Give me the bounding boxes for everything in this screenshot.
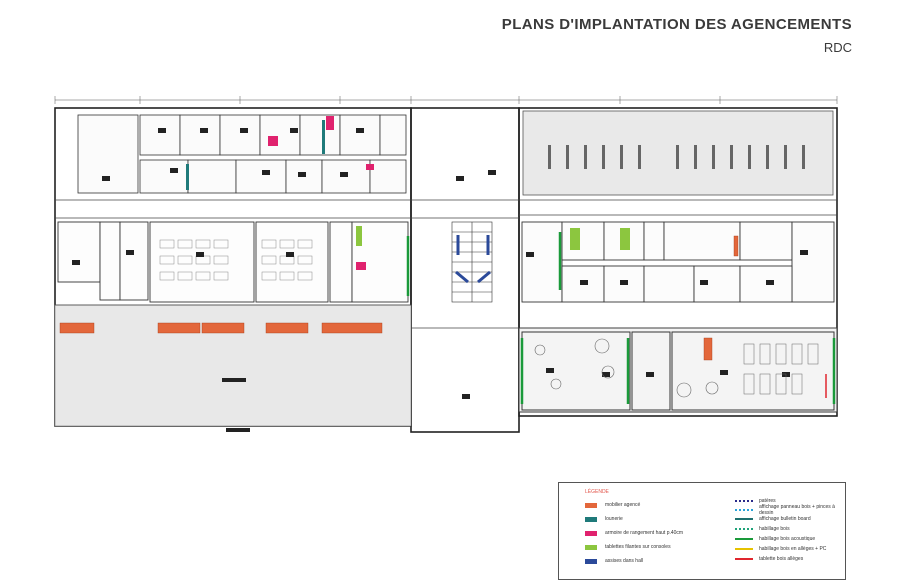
- legend-item-blue: assises dans hall: [585, 557, 643, 565]
- legend-line-pateres: patères: [735, 497, 776, 505]
- room-tags: [72, 128, 808, 432]
- legend-label: affichage bulletin board: [759, 516, 811, 522]
- round-tables: [534, 338, 719, 398]
- table-rows: [743, 343, 819, 395]
- legend-line-alleges-pc: habillage bois en allèges + PC: [735, 545, 826, 553]
- corridors: [55, 199, 837, 329]
- legend-item-magenta: armoire de rangement haut p.40cm: [585, 529, 683, 537]
- teal-furniture: [186, 120, 325, 190]
- legend-label: habillage bois en allèges + PC: [759, 546, 827, 552]
- legend-label: lounerie: [605, 516, 623, 522]
- legend-line-swatch: [735, 500, 753, 502]
- floor-plan: [54, 96, 838, 433]
- legend-line-swatch: [735, 558, 753, 560]
- legend-label: assises dans hall: [605, 558, 644, 564]
- legend-item-orange: mobilier agencé: [585, 501, 640, 509]
- grid-markers: [54, 96, 838, 104]
- green-shelves: [356, 226, 630, 250]
- legend-line-swatch: [735, 538, 753, 540]
- legend-swatch: [585, 516, 597, 522]
- legend-item-green: tablettes filantes sur consoles: [585, 543, 671, 551]
- legend-line-swatch: [735, 528, 753, 530]
- right-lower-block: [518, 327, 838, 413]
- middle-left-rooms: [57, 221, 409, 303]
- legend-line-bulletin: affichage bulletin board: [735, 515, 811, 523]
- legend-line-swatch: [735, 548, 753, 550]
- right-middle-rooms: [521, 221, 835, 303]
- acoustic-wood-lines: [406, 232, 836, 404]
- legend-label: affichage panneau bois + pinces à dessin: [759, 504, 835, 516]
- legend-line-swatch: [735, 509, 753, 511]
- legend-panel: LÉGENDE mobilier agencé lounerie armoire…: [558, 482, 846, 580]
- magenta-storage: [268, 116, 374, 270]
- legend-item-teal: lounerie: [585, 515, 623, 523]
- legend-label: tablettes filantes sur consoles: [605, 544, 671, 550]
- floor-level-label: RDC: [823, 40, 852, 55]
- legend-swatch: [585, 502, 597, 508]
- legend-label: habillage bois acoustique: [759, 536, 816, 542]
- hall-seating: [455, 235, 491, 284]
- top-left-rooms: [77, 114, 407, 194]
- orange-furniture: [59, 235, 739, 361]
- legend-label: mobilier agencé: [605, 502, 641, 508]
- legend-label: habillage bois: [759, 526, 790, 532]
- legend-line-tablette: tablette bois allèges: [735, 555, 803, 563]
- legend-label: tablette bois allèges: [759, 556, 804, 562]
- legend-swatch: [585, 558, 597, 564]
- legend-swatch: [585, 530, 597, 536]
- staircase: [451, 221, 493, 303]
- legend-line-panneau: affichage panneau bois + pinces à dessin: [735, 504, 845, 516]
- legend-label: armoire de rangement haut p.40cm: [605, 530, 684, 536]
- legend-line-swatch: [735, 518, 753, 520]
- legend-swatch: [585, 544, 597, 550]
- legend-title: LÉGENDE: [585, 489, 609, 495]
- page-title: PLANS D'IMPLANTATION DES AGENCEMENTS: [501, 16, 852, 33]
- hall-furniture: [548, 145, 805, 169]
- legend-line-bois: habillage bois: [735, 525, 790, 533]
- legend-line-acoustique: habillage bois acoustique: [735, 535, 815, 543]
- legend-label: patères: [759, 498, 776, 504]
- desk-grid: [159, 239, 313, 281]
